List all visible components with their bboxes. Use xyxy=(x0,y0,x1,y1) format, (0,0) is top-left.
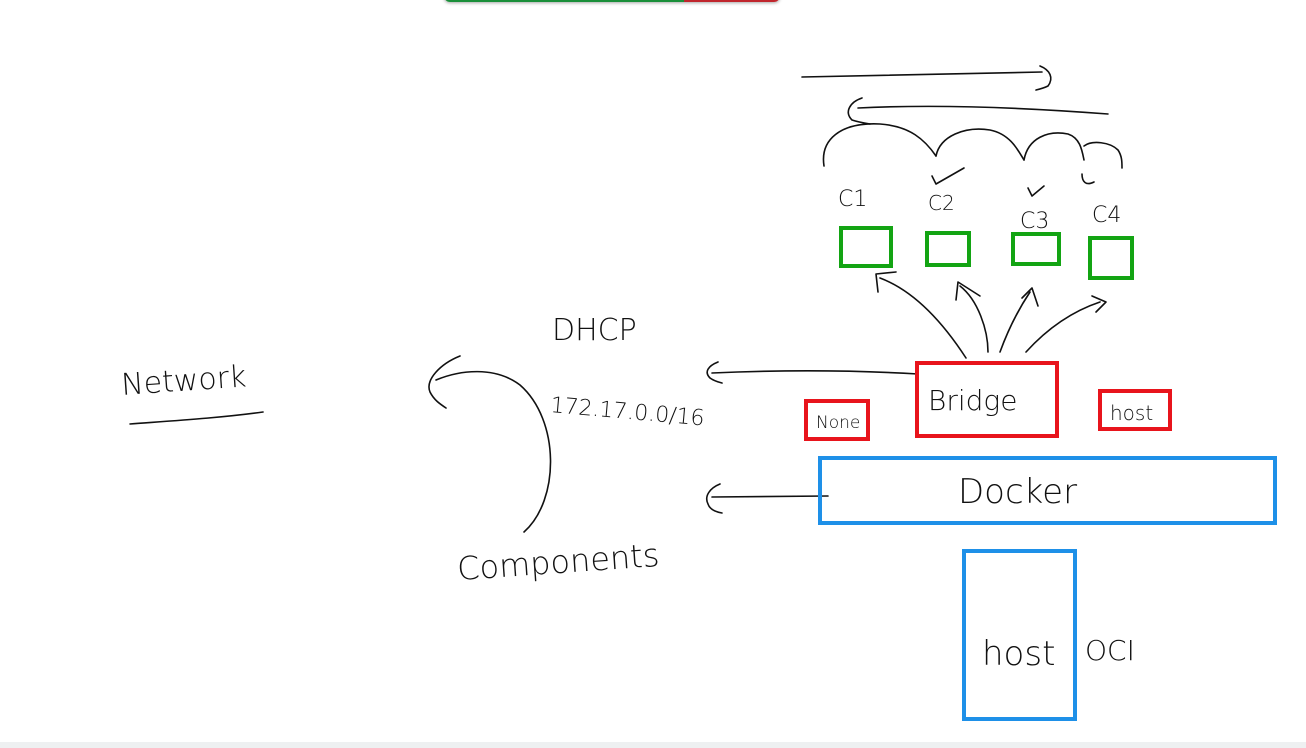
label-c2: C2 xyxy=(928,191,955,215)
bridge-left-arrow xyxy=(711,370,919,375)
arc-c4-end xyxy=(1083,141,1123,169)
none-box xyxy=(804,399,870,441)
check-c4 xyxy=(1081,173,1095,185)
toolbar-red-segment[interactable] xyxy=(684,0,780,2)
label-host-network: host xyxy=(1110,401,1153,425)
docker-left-arrow xyxy=(711,495,829,498)
check-c3 xyxy=(1027,185,1045,197)
top-left-arrowhead xyxy=(847,97,871,125)
bridge-to-c4-arrowhead xyxy=(1091,295,1107,313)
docker-left-arrowhead xyxy=(705,483,723,514)
docker-box xyxy=(818,456,1277,525)
check-c2 xyxy=(931,167,965,185)
label-c1: C1 xyxy=(838,187,867,212)
bridge-box xyxy=(915,361,1059,438)
label-subnet: 172.17.0.0/16 xyxy=(549,393,705,431)
label-docker: Docker xyxy=(958,472,1077,512)
bridge-to-c1-arrow xyxy=(879,277,967,359)
label-none: None xyxy=(816,413,860,433)
container-box-c4 xyxy=(1088,236,1134,280)
bridge-to-c4-arrow xyxy=(1025,301,1101,353)
components-curve-arrow xyxy=(435,370,552,533)
label-c4: C4 xyxy=(1092,203,1121,228)
components-arrowhead xyxy=(428,355,461,409)
label-components: Components xyxy=(456,536,661,588)
arc-c3-c4 xyxy=(1023,132,1085,161)
label-network: Network xyxy=(120,359,247,403)
bridge-to-c3-arrowhead xyxy=(1021,287,1039,307)
bridge-to-c3-arrow xyxy=(999,291,1031,353)
label-host: host xyxy=(982,634,1055,674)
container-box-c1 xyxy=(839,226,893,268)
host-network-box xyxy=(1098,389,1172,431)
bottom-scroll-strip xyxy=(0,742,1306,748)
label-c3: C3 xyxy=(1020,209,1049,234)
toolbar-handle[interactable] xyxy=(444,0,780,2)
top-right-arrow xyxy=(801,71,1043,78)
container-box-c3 xyxy=(1011,232,1061,266)
bridge-to-c2-arrow xyxy=(959,285,989,353)
network-underline xyxy=(129,411,264,425)
top-right-arrowhead xyxy=(1035,65,1052,91)
label-bridge: Bridge xyxy=(928,384,1017,417)
top-left-arrow xyxy=(857,105,1109,115)
bridge-to-c2-arrowhead xyxy=(955,281,981,301)
label-dhcp: DHCP xyxy=(552,313,637,348)
toolbar-green-segment[interactable] xyxy=(444,0,684,2)
arc-c1-c2 xyxy=(822,123,937,167)
arc-c2-c3 xyxy=(935,128,1025,161)
container-box-c2 xyxy=(925,231,971,267)
bridge-left-arrowhead xyxy=(706,361,723,384)
bridge-to-c1-arrowhead xyxy=(875,271,897,293)
label-oci: OCI xyxy=(1085,634,1135,667)
host-box xyxy=(962,549,1077,721)
